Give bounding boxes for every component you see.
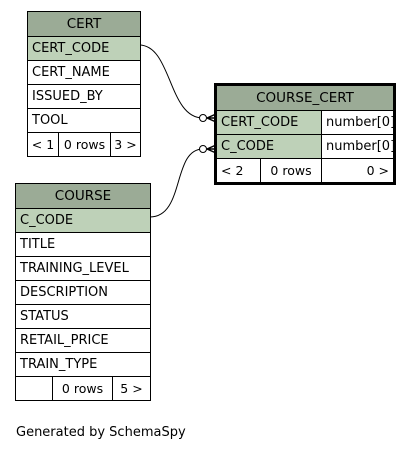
- column-issued-by[interactable]: ISSUED_BY: [32, 89, 103, 104]
- table-cert-title[interactable]: CERT: [28, 12, 140, 36]
- course-row-count: 0 rows: [52, 377, 112, 400]
- column-cert-name[interactable]: CERT_NAME: [32, 65, 110, 80]
- table-course[interactable]: COURSE C_CODE TITLE TRAINING_LEVEL DESCR…: [15, 183, 151, 401]
- course-cert-children-link[interactable]: 0 >: [321, 159, 393, 182]
- course-children-link[interactable]: 5 >: [112, 377, 150, 400]
- table-course-cert[interactable]: COURSE_CERT CERT_CODE number[0] C_CODE n…: [214, 83, 396, 185]
- column-course-cert-cert-code-type: number[0]: [321, 111, 393, 134]
- relationship-course-to-course-cert: [149, 148, 204, 218]
- table-course-title[interactable]: COURSE: [16, 184, 150, 208]
- column-train-type[interactable]: TRAIN_TYPE: [20, 357, 98, 372]
- relationship-course-optional-marker: [199, 145, 207, 153]
- column-status[interactable]: STATUS: [20, 309, 69, 324]
- column-tool[interactable]: TOOL: [32, 113, 68, 128]
- column-cert-code[interactable]: CERT_CODE: [28, 37, 140, 60]
- column-course-cert-c-code[interactable]: C_CODE: [217, 135, 321, 158]
- column-title[interactable]: TITLE: [20, 237, 56, 252]
- table-course-cert-title[interactable]: COURSE_CERT: [217, 86, 393, 110]
- column-description[interactable]: DESCRIPTION: [20, 285, 108, 300]
- course-parents-link[interactable]: [16, 377, 52, 400]
- column-training-level[interactable]: TRAINING_LEVEL: [20, 261, 129, 276]
- column-c-code[interactable]: C_CODE: [16, 209, 150, 232]
- course-cert-row-count: 0 rows: [260, 159, 321, 182]
- cert-children-link[interactable]: 3 >: [110, 133, 140, 156]
- relationship-cert-to-course-cert: [138, 44, 204, 119]
- cert-row-count: 0 rows: [58, 133, 110, 156]
- course-cert-parents-link[interactable]: < 2: [221, 163, 244, 178]
- relationship-cert-optional-marker: [199, 114, 207, 122]
- column-retail-price[interactable]: RETAIL_PRICE: [20, 333, 109, 348]
- column-course-cert-c-code-type: number[0]: [321, 135, 393, 158]
- cert-parents-link[interactable]: < 1: [31, 137, 55, 152]
- column-course-cert-cert-code[interactable]: CERT_CODE: [217, 111, 321, 134]
- generated-by-caption: Generated by SchemaSpy: [16, 425, 186, 440]
- table-cert[interactable]: CERT CERT_CODE CERT_NAME ISSUED_BY TOOL …: [27, 11, 141, 157]
